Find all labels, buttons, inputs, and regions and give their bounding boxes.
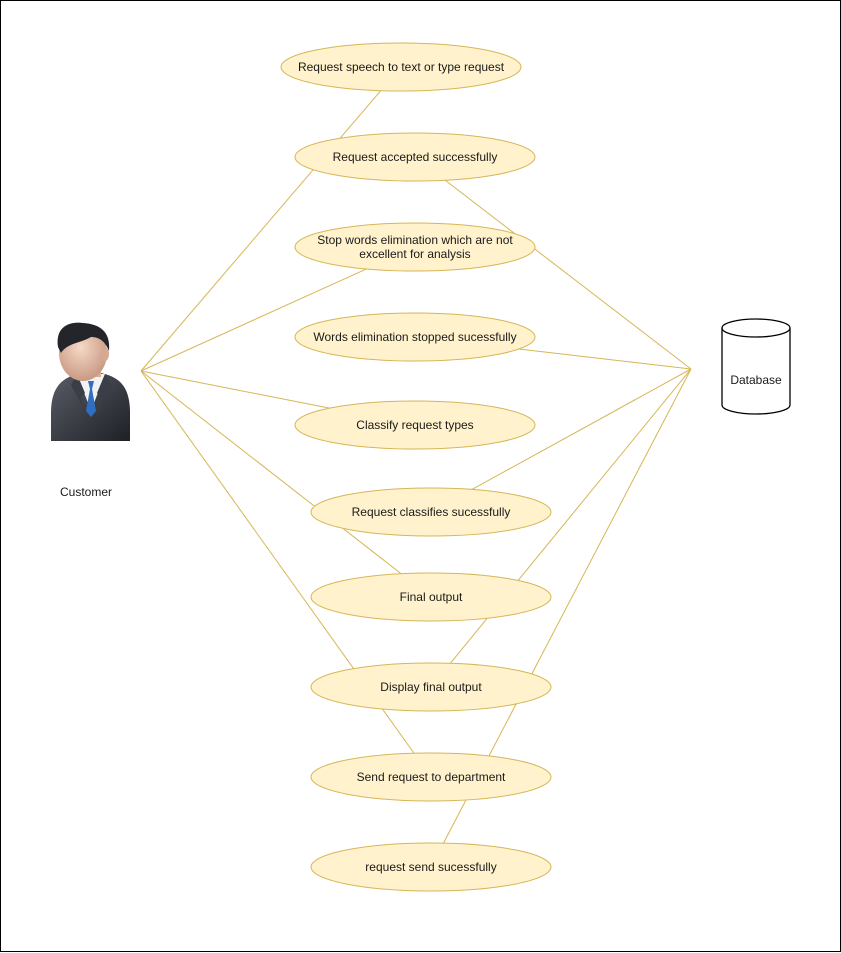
- use-case-label: request send sucessfully: [365, 860, 496, 874]
- use-case-ellipse: [294, 400, 536, 450]
- connector-actor-1: [140, 90, 382, 372]
- connector-lines: [140, 90, 692, 844]
- connector-actor-7: [140, 370, 402, 575]
- use-case-8[interactable]: Display final output: [310, 662, 552, 712]
- use-case-ellipse: [310, 662, 552, 712]
- connector-database-6: [471, 368, 692, 490]
- use-case-7[interactable]: Final output: [310, 572, 552, 622]
- use-case-label: Request speech to text or type request: [298, 60, 505, 74]
- database-label: Database: [730, 373, 782, 387]
- use-case-ellipse: [294, 222, 536, 272]
- use-case-ellipse: [310, 487, 552, 537]
- use-case-2[interactable]: Request accepted successfully: [294, 132, 536, 182]
- connector-actor-3: [140, 268, 367, 372]
- use-case-label: Stop words elimination which are not: [317, 233, 513, 247]
- use-case-5[interactable]: Classify request types: [294, 400, 536, 450]
- use-case-label: Words elimination stopped sucessfully: [313, 330, 516, 344]
- connector-database-4: [518, 348, 692, 370]
- database-icon: [721, 318, 791, 415]
- actor-label: Customer: [60, 485, 112, 499]
- customer-actor[interactable]: Customer: [51, 322, 130, 499]
- use-case-9[interactable]: Send request to department: [310, 752, 552, 802]
- use-case-3[interactable]: Stop words elimination which are notexce…: [294, 222, 536, 272]
- use-case-ellipse: [310, 752, 552, 802]
- use-case-label: Request accepted successfully: [333, 150, 498, 164]
- person-icon: [51, 322, 130, 441]
- use-case-label: Request classifies sucessfully: [352, 505, 511, 519]
- use-case-10[interactable]: request send sucessfully: [310, 842, 552, 892]
- use-case-6[interactable]: Request classifies sucessfully: [310, 487, 552, 537]
- use-case-ellipse: [310, 572, 552, 622]
- connector-database-2: [444, 179, 692, 370]
- use-case-ellipse: [310, 842, 552, 892]
- use-case-ellipse: [280, 42, 522, 92]
- use-case-1[interactable]: Request speech to text or type request: [280, 42, 522, 92]
- connector-actor-5: [140, 370, 330, 409]
- use-case-label: Display final output: [380, 680, 482, 694]
- use-case-ellipse: [294, 132, 536, 182]
- use-case-label: Classify request types: [356, 418, 473, 432]
- database-store[interactable]: Database: [721, 318, 791, 415]
- use-case-label: Send request to department: [357, 770, 506, 784]
- use-case-label: excellent for analysis: [359, 247, 470, 261]
- use-case-ellipse: [294, 312, 536, 362]
- use-case-group: Request speech to text or type requestRe…: [280, 42, 552, 892]
- use-case-label: Final output: [400, 590, 463, 604]
- use-case-4[interactable]: Words elimination stopped sucessfully: [294, 312, 536, 362]
